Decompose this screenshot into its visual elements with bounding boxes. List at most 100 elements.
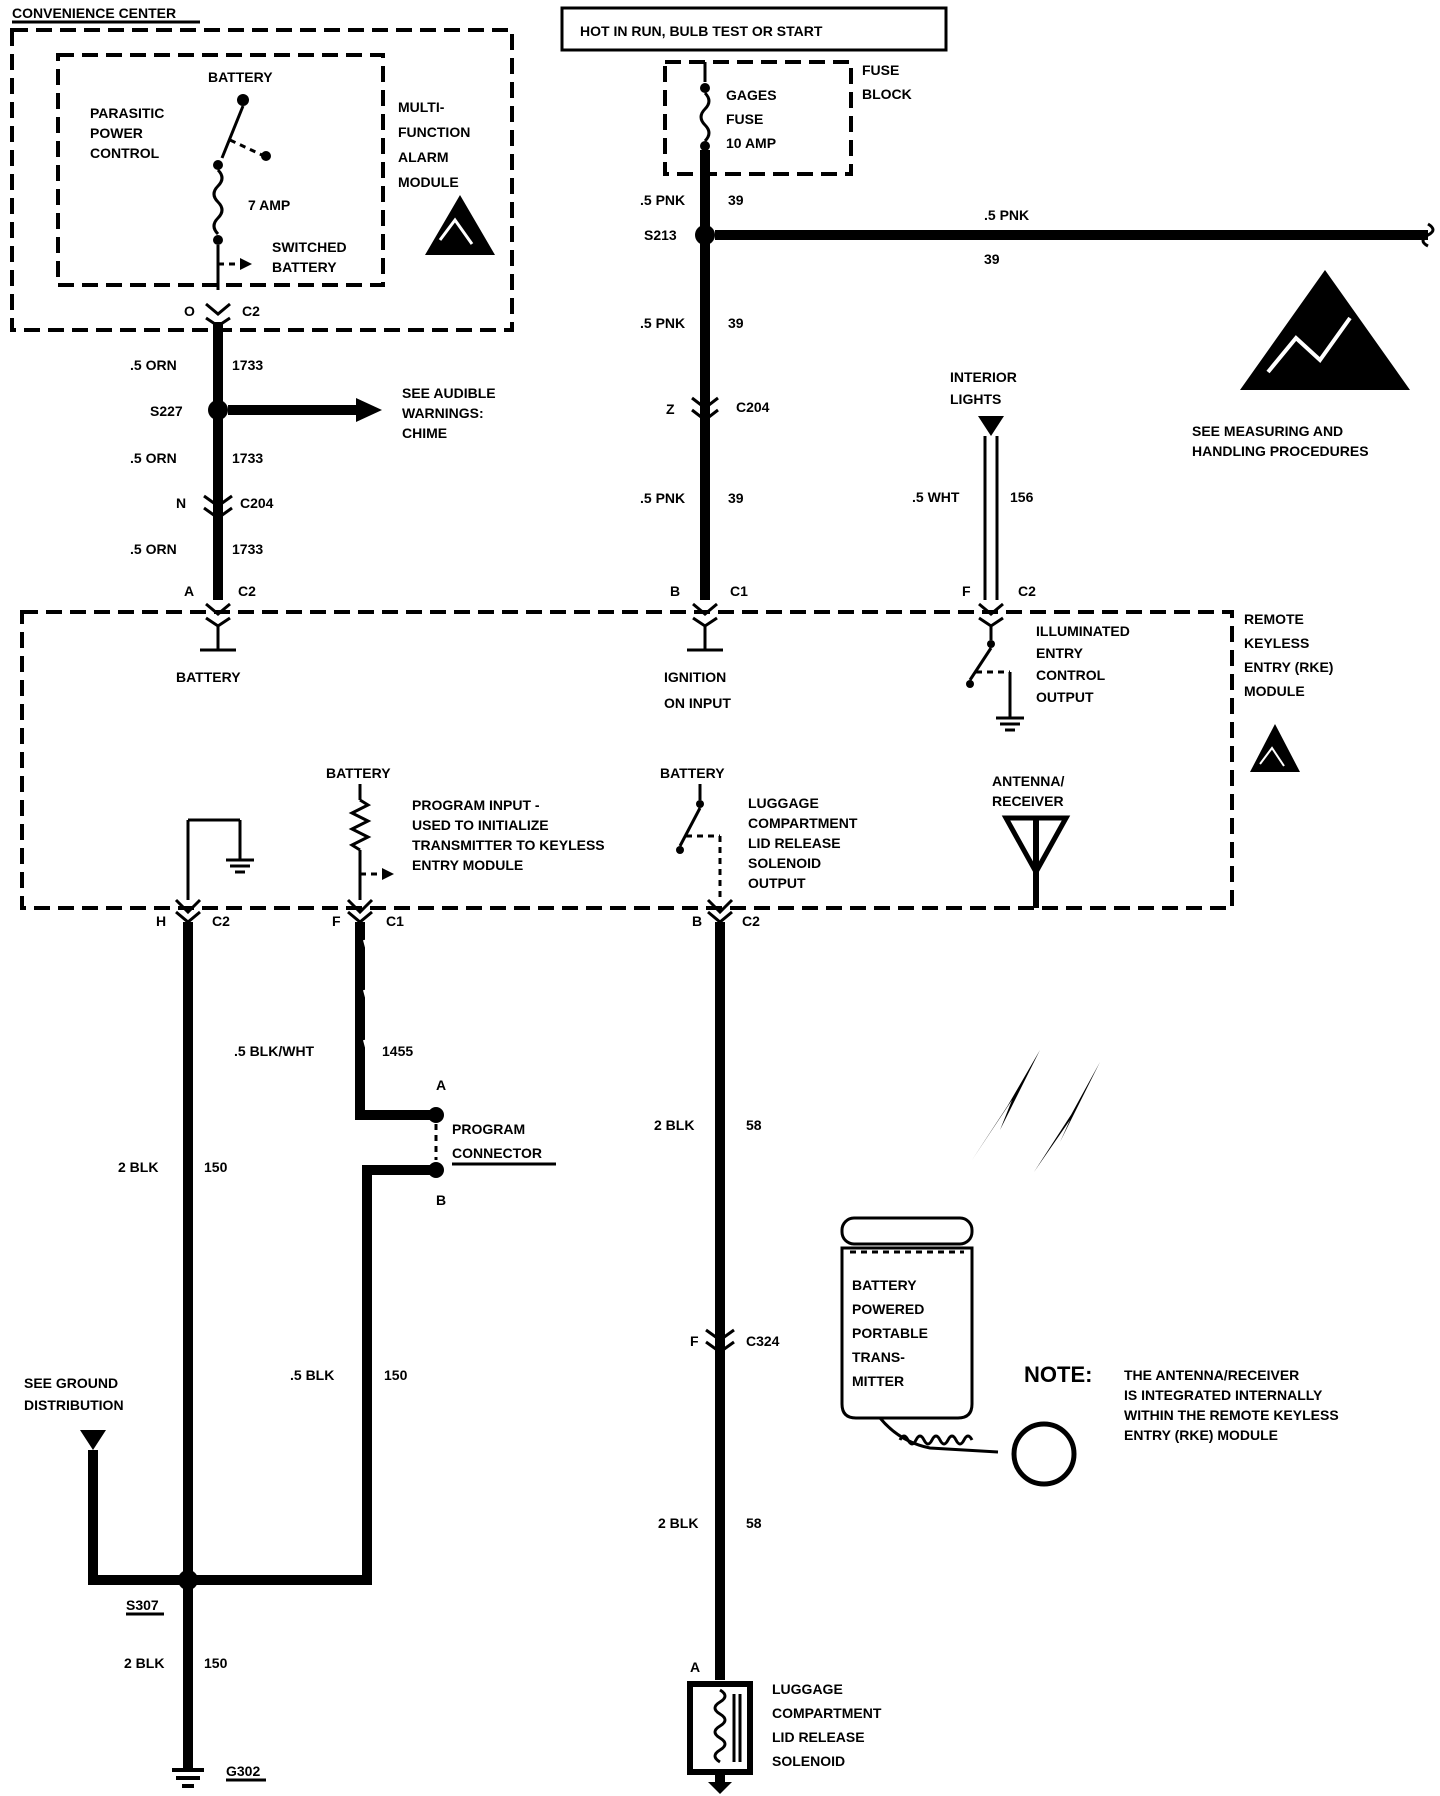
program-connector-line-1: PROGRAM [452, 1121, 525, 1137]
rke-module-box [20, 610, 1234, 910]
s307-label: S307 [126, 1597, 159, 1613]
orn-circuit-1: 1733 [232, 357, 263, 373]
ground-dist-line-1: SEE GROUND [24, 1375, 118, 1391]
measuring-line-2: HANDLING PROCEDURES [1192, 443, 1369, 459]
audible-line-2: WARNINGS: [402, 405, 484, 421]
measuring-line-1: SEE MEASURING AND [1192, 423, 1343, 439]
rke-title-line-2: KEYLESS [1244, 635, 1309, 651]
solenoid-line-4: SOLENOID [772, 1753, 845, 1769]
fuse-block-line-2: BLOCK [862, 86, 912, 102]
ground-dist-line-2: DISTRIBUTION [24, 1397, 124, 1413]
parasitic-line-2: POWER [90, 125, 143, 141]
keychain-icon [878, 1417, 999, 1454]
solenoid-line-1: LUGGAGE [772, 1681, 843, 1697]
luggage-output-line-5: OUTPUT [748, 875, 806, 891]
ground-dist-arrow [80, 1430, 106, 1450]
interior-lights-line-1: INTERIOR [950, 369, 1017, 385]
illuminated-line-2: ENTRY [1036, 645, 1084, 661]
arrow-to-audible [356, 398, 382, 422]
blk2-circuit-1: 150 [204, 1159, 228, 1175]
transmitter-line-3: PORTABLE [852, 1325, 928, 1341]
blkwht-circuit: 1455 [382, 1043, 413, 1059]
interior-lights-line-2: LIGHTS [950, 391, 1001, 407]
esd-warning-icon-large [1240, 270, 1410, 390]
cc-fuse-label: 7 AMP [248, 197, 290, 213]
transmitter-line-5: MITTER [852, 1373, 904, 1389]
orn-c204-connector [203, 494, 233, 508]
audible-line-1: SEE AUDIBLE [402, 385, 496, 401]
s213-label: S213 [644, 227, 677, 243]
convenience-center-box [10, 28, 514, 332]
gages-fuse-line-1: GAGES [726, 87, 777, 103]
prog-battery-label: BATTERY [326, 765, 391, 781]
interior-lights-arrow [978, 416, 1004, 436]
gages-fuse-line-2: FUSE [726, 111, 763, 127]
luggage-switch-arm [678, 807, 702, 847]
program-input-line-4: ENTRY MODULE [412, 857, 523, 873]
pnk-c1-label: C1 [730, 583, 748, 599]
orn-size-1: .5 ORN [130, 357, 177, 373]
blk2-size-2: 2 BLK [124, 1655, 164, 1671]
radio-signal-icon-1 [972, 1050, 1040, 1160]
f-pin-label: F [332, 913, 341, 929]
cc-battery-label: BATTERY [208, 69, 273, 85]
note-line-4: ENTRY (RKE) MODULE [1124, 1427, 1278, 1443]
orn-circuit-3: 1733 [232, 541, 263, 557]
transmitter-line-2: POWERED [852, 1301, 924, 1317]
blk2-size-1: 2 BLK [118, 1159, 158, 1175]
splice-s213 [695, 225, 715, 245]
audible-line-3: CHIME [402, 425, 447, 441]
note-line-2: IS INTEGRATED INTERNALLY [1124, 1387, 1323, 1403]
pnk-size-3: .5 PNK [640, 490, 685, 506]
illuminated-line-4: OUTPUT [1036, 689, 1094, 705]
transmitter-line-1: BATTERY [852, 1277, 917, 1293]
orn-size-3: .5 ORN [130, 541, 177, 557]
luggage-output-line-2: COMPARTMENT [748, 815, 858, 831]
blk2-circuit-2: 150 [204, 1655, 228, 1671]
blkwht-size: .5 BLK/WHT [234, 1043, 315, 1059]
program-resistor [348, 798, 372, 852]
blk58-c324-label: C324 [746, 1333, 780, 1349]
b-c2-label: C2 [742, 913, 760, 929]
luggage-output-line-1: LUGGAGE [748, 795, 819, 811]
luggage-output-line-4: SOLENOID [748, 855, 821, 871]
esd-warning-icon-rke [1250, 724, 1300, 772]
parasitic-switch-arm [220, 105, 245, 159]
rke-battery-label: BATTERY [176, 669, 241, 685]
illuminated-switch-arm [968, 647, 993, 681]
prog-pin-a: A [436, 1077, 446, 1093]
pnk-size-2: .5 PNK [640, 315, 685, 331]
h-c2-label: C2 [212, 913, 230, 929]
gages-fuse-symbol [699, 91, 711, 143]
lug-battery-label: BATTERY [660, 765, 725, 781]
orn-c204-pin: N [176, 495, 186, 511]
s227-label: S227 [150, 403, 183, 419]
hot-in-run-label: HOT IN RUN, BULB TEST OR START [580, 23, 823, 39]
program-connector-line-2: CONNECTOR [452, 1145, 542, 1161]
cc-battery-terminal [237, 94, 249, 106]
rke-title-line-4: MODULE [1244, 683, 1305, 699]
pnk-c204-label: C204 [736, 399, 770, 415]
antenna-line-2: RECEIVER [992, 793, 1064, 809]
cc-fuse-symbol [212, 168, 224, 236]
alarm-module-box [56, 53, 385, 287]
cc-connector-label: C2 [242, 303, 260, 319]
pnk-c1-pin: B [670, 583, 680, 599]
ignition-line-2: ON INPUT [664, 695, 731, 711]
fuse-block-line-1: FUSE [862, 62, 899, 78]
wht-c2-pin: F [962, 583, 971, 599]
program-input-line-1: PROGRAM INPUT - [412, 797, 540, 813]
f-c1-connector [346, 898, 374, 915]
blk5-size: .5 BLK [290, 1367, 334, 1383]
solenoid-pin-a: A [690, 1659, 700, 1675]
illuminated-line-3: CONTROL [1036, 667, 1106, 683]
g302-label: G302 [226, 1763, 260, 1779]
alarm-line-4: MODULE [398, 174, 459, 190]
switched-line-1: SWITCHED [272, 239, 347, 255]
pnk-circuit-1: 39 [728, 192, 744, 208]
transmitter-line-4: TRANS- [852, 1349, 905, 1365]
switched-line-2: BATTERY [272, 259, 337, 275]
blk58-c324-pin: F [690, 1333, 699, 1349]
hot-in-run-box [560, 6, 948, 52]
